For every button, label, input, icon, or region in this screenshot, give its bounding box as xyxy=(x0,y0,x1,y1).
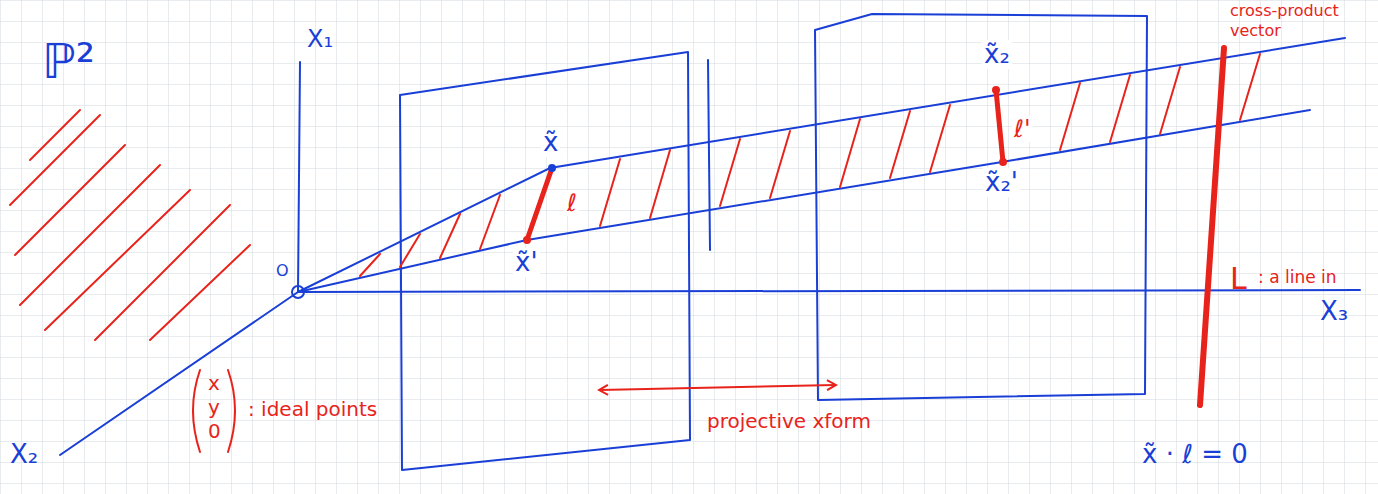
ideal-hatching xyxy=(10,110,250,340)
vector-entry: x xyxy=(206,372,222,394)
note: projective xform xyxy=(705,410,873,432)
vector-entry: y xyxy=(206,396,222,418)
line-L xyxy=(1200,48,1224,405)
plane-symbol: ℙ² xyxy=(40,35,97,88)
axis-label: X₂ xyxy=(8,440,40,469)
note: : ideal points xyxy=(246,398,379,420)
point-label: x̃₂' xyxy=(983,168,1020,197)
axis-label: X₁ xyxy=(305,26,335,52)
note: cross-product xyxy=(1228,2,1341,20)
equation: x̃ · ℓ = 0 xyxy=(1140,440,1250,469)
point-label: x̃ xyxy=(541,128,560,157)
point-x xyxy=(548,164,556,172)
vector-brackets xyxy=(193,370,235,452)
transform-arrow xyxy=(600,385,835,390)
line-segments xyxy=(527,90,1003,240)
axis-label: X₃ xyxy=(1318,297,1350,326)
point-label: x̃₂ xyxy=(982,40,1012,69)
line-name: L xyxy=(1228,262,1249,295)
axes xyxy=(60,62,1360,455)
line-label: ℓ xyxy=(565,190,579,216)
point-label: x̃' xyxy=(513,248,540,277)
segment-points xyxy=(523,86,1007,244)
vector-entry: 0 xyxy=(206,420,223,442)
rays xyxy=(298,38,1345,292)
image-planes xyxy=(400,14,1147,470)
line-label: ℓ' xyxy=(1012,116,1033,142)
note: vector xyxy=(1228,22,1283,40)
origin-label: O xyxy=(274,262,291,280)
plane-hatching xyxy=(360,54,1260,276)
note: : a line in xyxy=(1256,268,1339,287)
